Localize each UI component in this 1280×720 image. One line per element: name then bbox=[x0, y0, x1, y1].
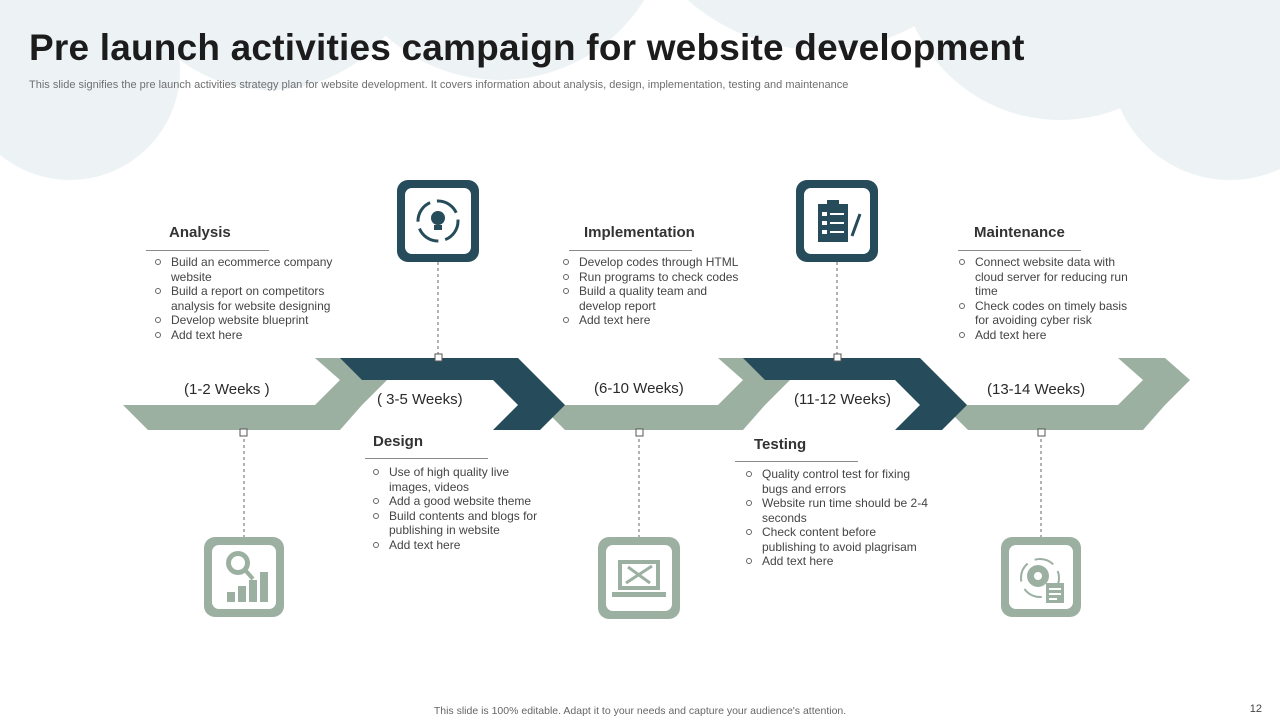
analytics-magnifier-chart-icon bbox=[204, 537, 284, 617]
list-item: Add a good website theme bbox=[370, 494, 550, 509]
list-item: Add text here bbox=[370, 538, 550, 553]
list-item: Develop codes through HTML bbox=[560, 255, 750, 270]
phase-bullets-design: Use of high quality live images, videos … bbox=[370, 465, 550, 552]
arrow-analysis bbox=[123, 358, 387, 430]
phase-rule bbox=[146, 250, 269, 251]
duration-testing: (11-12 Weeks) bbox=[794, 391, 891, 408]
laptop-design-tools-icon bbox=[598, 537, 680, 619]
list-item: Build contents and blogs for publishing … bbox=[370, 509, 550, 538]
phase-title-design: Design bbox=[373, 433, 424, 450]
footer-note: This slide is 100% editable. Adapt it to… bbox=[433, 705, 847, 717]
arrow-maintenance bbox=[943, 358, 1190, 430]
list-item: Add text here bbox=[743, 554, 933, 569]
list-item: Run programs to check codes bbox=[560, 270, 750, 285]
list-item: Add text here bbox=[956, 328, 1136, 343]
phase-title-maintenance: Maintenance bbox=[974, 224, 1065, 241]
list-item: Develop website blueprint bbox=[152, 313, 342, 328]
duration-implementation: (6-10 Weeks) bbox=[594, 380, 684, 397]
list-item: Add text here bbox=[152, 328, 342, 343]
list-item: Quality control test for fixing bugs and… bbox=[743, 467, 933, 496]
phase-title-implementation: Implementation bbox=[584, 224, 695, 241]
list-item: Connect website data with cloud server f… bbox=[956, 255, 1136, 299]
lightbulb-cycle-icon bbox=[397, 180, 479, 262]
phase-rule bbox=[735, 461, 858, 462]
gear-cycle-document-icon bbox=[1001, 537, 1081, 617]
slide-title: Pre launch activities campaign for websi… bbox=[29, 27, 1025, 68]
list-item: Build a quality team and develop report bbox=[560, 284, 750, 313]
duration-analysis: (1-2 Weeks ) bbox=[184, 381, 270, 398]
slide-subtitle: This slide signifies the pre launch acti… bbox=[29, 79, 849, 91]
list-item: Website run time should be 2-4 seconds bbox=[743, 496, 933, 525]
page-number: 12 bbox=[1249, 703, 1262, 715]
phase-bullets-testing: Quality control test for fixing bugs and… bbox=[743, 467, 933, 569]
list-item: Build a report on competitors analysis f… bbox=[152, 284, 342, 313]
phase-bullets-analysis: Build an ecommerce company website Build… bbox=[152, 255, 342, 342]
phase-bullets-maintenance: Connect website data with cloud server f… bbox=[956, 255, 1136, 342]
phase-bullets-implementation: Develop codes through HTML Run programs … bbox=[560, 255, 750, 328]
list-item: Check codes on timely basis for avoiding… bbox=[956, 299, 1136, 328]
list-item: Add text here bbox=[560, 313, 750, 328]
phase-rule bbox=[958, 250, 1081, 251]
duration-design: ( 3-5 Weeks) bbox=[377, 391, 463, 408]
arrow-testing bbox=[743, 358, 967, 430]
arrow-implementation bbox=[540, 358, 790, 430]
phase-title-testing: Testing bbox=[754, 436, 807, 453]
phase-rule bbox=[569, 250, 692, 251]
arrow-design bbox=[340, 358, 565, 430]
list-item: Build an ecommerce company website bbox=[152, 255, 342, 284]
clipboard-checklist-icon bbox=[796, 180, 878, 262]
duration-maintenance: (13-14 Weeks) bbox=[987, 381, 1086, 398]
list-item: Use of high quality live images, videos bbox=[370, 465, 550, 494]
phase-rule bbox=[365, 458, 488, 459]
phase-title-analysis: Analysis bbox=[169, 224, 231, 241]
list-item: Check content before publishing to avoid… bbox=[743, 525, 933, 554]
